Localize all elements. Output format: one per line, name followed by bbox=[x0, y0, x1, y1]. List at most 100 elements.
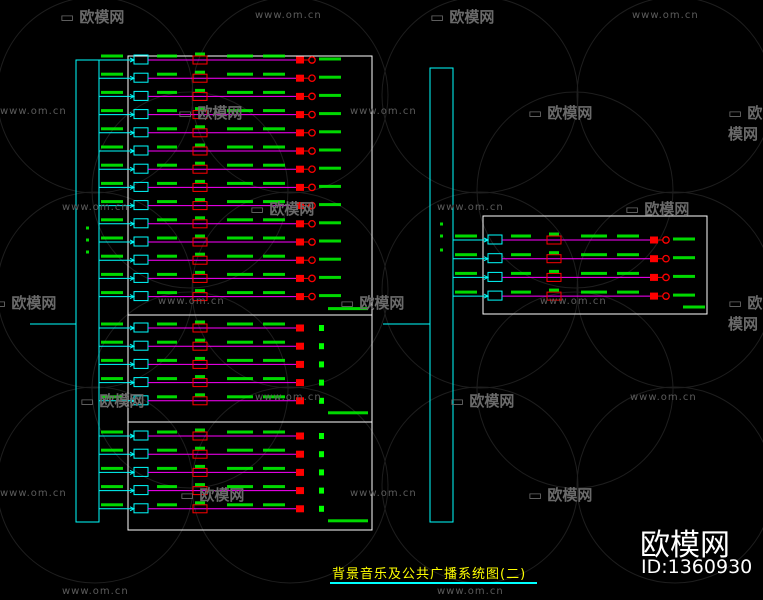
zone-marker bbox=[319, 433, 324, 439]
zone-label bbox=[673, 293, 695, 297]
zone-marker bbox=[319, 361, 324, 368]
speaker-device bbox=[296, 238, 304, 246]
cable-label bbox=[263, 127, 285, 131]
cable-label bbox=[263, 163, 285, 167]
branch-label bbox=[157, 272, 177, 276]
cable-label bbox=[263, 218, 285, 222]
speaker-device bbox=[296, 111, 304, 119]
amplifier-box bbox=[192, 486, 208, 496]
watermark-circle bbox=[476, 291, 674, 489]
amplifier-box bbox=[192, 341, 208, 351]
amplifier-label bbox=[195, 52, 205, 56]
amplifier-box bbox=[192, 255, 208, 265]
zone-label bbox=[319, 275, 341, 279]
cable-label bbox=[227, 395, 253, 399]
cable-label bbox=[263, 358, 285, 362]
volume-controller bbox=[133, 72, 149, 83]
zone-label bbox=[319, 221, 341, 225]
main-bus-bar bbox=[429, 67, 454, 523]
system-frame-block bbox=[127, 314, 373, 423]
volume-controller bbox=[133, 145, 149, 156]
watermark-circle bbox=[381, 191, 579, 389]
group-caption bbox=[328, 519, 368, 523]
watermark-circle bbox=[576, 0, 763, 194]
volume-controller bbox=[487, 290, 503, 301]
speaker-endpoint bbox=[308, 201, 316, 210]
cable-label bbox=[263, 109, 285, 113]
feeder-label bbox=[101, 395, 123, 399]
cable-label bbox=[227, 72, 253, 76]
watermark-circle bbox=[191, 191, 389, 389]
cable-label bbox=[263, 503, 285, 507]
amplifier-box bbox=[192, 146, 208, 156]
zone-marker bbox=[319, 397, 324, 404]
zone-label bbox=[673, 237, 695, 241]
cable-label bbox=[263, 377, 285, 381]
feeder-label bbox=[101, 200, 123, 204]
bus-label bbox=[86, 238, 89, 242]
volume-controller bbox=[133, 109, 149, 120]
branch-label bbox=[511, 253, 531, 257]
speaker-endpoint bbox=[308, 238, 316, 246]
speaker-device bbox=[296, 202, 304, 210]
zone-label bbox=[319, 257, 341, 261]
branch-label bbox=[157, 503, 177, 507]
amplifier-label bbox=[195, 375, 205, 379]
zone-label bbox=[319, 93, 341, 97]
amplifier-label bbox=[195, 446, 205, 450]
cable-label bbox=[227, 272, 253, 276]
amplifier-box bbox=[546, 254, 562, 264]
volume-controller bbox=[133, 340, 149, 351]
speaker-endpoint bbox=[662, 236, 670, 244]
branch-label bbox=[157, 485, 177, 489]
speaker-endpoint bbox=[662, 273, 670, 282]
zone-label bbox=[319, 112, 341, 116]
speaker-endpoint bbox=[308, 56, 316, 64]
branch-label bbox=[157, 145, 177, 149]
amplifier-label bbox=[195, 320, 205, 324]
speaker-device bbox=[296, 165, 304, 173]
watermark-circle bbox=[191, 0, 389, 194]
speaker-device bbox=[296, 505, 304, 513]
branch-label bbox=[157, 181, 177, 185]
speaker-device bbox=[296, 74, 304, 82]
volume-controller bbox=[133, 127, 149, 138]
amplifier-label bbox=[549, 251, 559, 255]
feeder-label bbox=[101, 322, 123, 326]
speaker-endpoint bbox=[308, 74, 316, 83]
zone-marker bbox=[319, 343, 324, 350]
speaker-device bbox=[296, 487, 304, 495]
volume-controller bbox=[133, 448, 149, 459]
cable-label bbox=[263, 272, 285, 276]
system-frame-block bbox=[127, 421, 373, 531]
system-frame-block bbox=[482, 215, 708, 315]
amplifier-label bbox=[195, 428, 205, 432]
amplifier-label bbox=[195, 70, 205, 74]
watermark-circle bbox=[476, 91, 674, 289]
volume-controller bbox=[133, 90, 149, 101]
branch-label bbox=[157, 109, 177, 113]
branch-label bbox=[157, 358, 177, 362]
amplifier-box bbox=[546, 291, 562, 301]
diagram-title: 背景音乐及公共广播系统图(二) bbox=[332, 567, 527, 582]
cable-label bbox=[263, 236, 285, 240]
speaker-device bbox=[296, 450, 304, 458]
cable-label bbox=[227, 163, 253, 167]
feeder-label bbox=[101, 72, 123, 76]
bus-label bbox=[440, 234, 443, 238]
zone-marker bbox=[319, 325, 324, 331]
branch-label bbox=[157, 254, 177, 258]
cable-label bbox=[263, 254, 285, 258]
cable-label bbox=[227, 358, 253, 362]
volume-controller bbox=[133, 200, 149, 211]
group-caption bbox=[328, 411, 368, 415]
watermark-circle bbox=[91, 91, 289, 289]
amplifier-box bbox=[192, 73, 208, 83]
cable-label bbox=[227, 466, 253, 470]
cable-label bbox=[617, 290, 639, 294]
cable-label bbox=[263, 340, 285, 344]
branch-label bbox=[157, 448, 177, 452]
amplifier-label bbox=[195, 234, 205, 238]
cable-label bbox=[227, 322, 253, 326]
